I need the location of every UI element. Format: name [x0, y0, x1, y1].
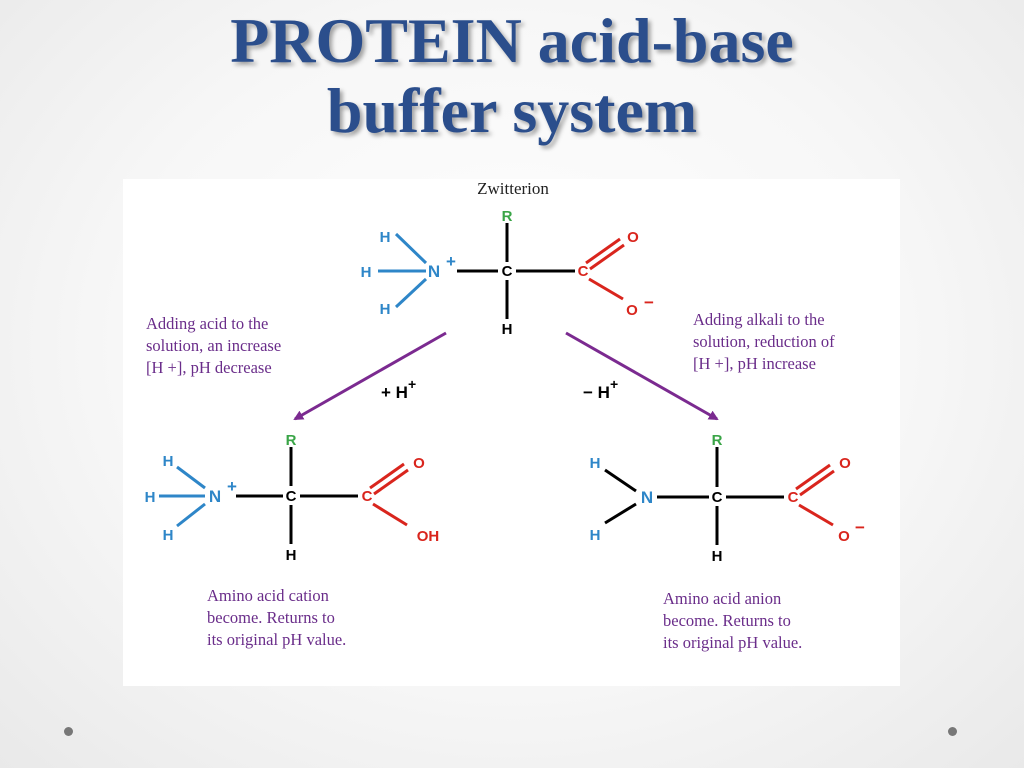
- atom-oh: OH: [417, 528, 440, 545]
- atom-n: N: [428, 262, 440, 281]
- anion-note-line: Amino acid anion: [663, 589, 782, 608]
- bond-h-n: [176, 502, 206, 528]
- atom-h: H: [712, 548, 723, 565]
- atom-n: N: [209, 487, 221, 506]
- zwitterion-molecule: H H H N + C R H C O O −: [361, 208, 654, 338]
- title-line-1: PROTEIN acid-base: [230, 5, 794, 76]
- atom-h: H: [163, 453, 174, 470]
- remove-h-label: − H+: [583, 376, 618, 402]
- atom-c-alpha: C: [286, 488, 297, 505]
- slide-title: PROTEIN acid-base buffer system: [0, 6, 1024, 146]
- atom-c-alpha: C: [712, 489, 723, 506]
- title-line-2: buffer system: [326, 75, 698, 146]
- charge-plus: +: [227, 477, 237, 496]
- add-h-label: + H+: [381, 376, 416, 402]
- cation-molecule: H H H N + C R H C O OH: [145, 432, 440, 564]
- bond-h-n: [394, 277, 428, 309]
- bond-c-o-double: [585, 237, 621, 265]
- charge-minus: −: [644, 293, 654, 312]
- anion-note-line: become. Returns to: [663, 611, 791, 630]
- acid-note-line: solution, an increase: [146, 336, 282, 355]
- atom-h: H: [380, 301, 391, 318]
- atom-c-carboxyl: C: [788, 489, 799, 506]
- bond-h-n: [394, 232, 428, 265]
- bond-h-n: [604, 502, 637, 525]
- alkali-note-line: [H +], pH increase: [693, 354, 816, 373]
- bond-h-n: [176, 465, 206, 490]
- atom-h: H: [361, 264, 372, 281]
- charge-plus: +: [446, 252, 456, 271]
- atom-o: O: [413, 455, 425, 472]
- atom-o: O: [839, 455, 851, 472]
- bond-c-o-double: [795, 463, 831, 491]
- anion-note: Amino acid anion become. Returns to its …: [663, 588, 802, 654]
- cation-note-line: become. Returns to: [207, 608, 335, 627]
- bond-c-o-double: [373, 468, 409, 496]
- acid-note-line: Adding acid to the: [146, 314, 269, 333]
- atom-c-carboxyl: C: [362, 488, 373, 505]
- anion-molecule: H H N C R H C O O −: [590, 432, 865, 565]
- bond-h-n: [604, 468, 637, 493]
- cation-note: Amino acid cation become. Returns to its…: [207, 585, 346, 651]
- alkali-note-line: solution, reduction of: [693, 332, 835, 351]
- alkali-note-line: Adding alkali to the: [693, 310, 825, 329]
- atom-h: H: [145, 489, 156, 506]
- bond-c-o: [798, 503, 834, 527]
- atom-h: H: [286, 547, 297, 564]
- atom-c-alpha: C: [502, 263, 513, 280]
- atom-h: H: [163, 527, 174, 544]
- acid-note-line: [H +], pH decrease: [146, 358, 272, 377]
- bond-c-o: [588, 277, 624, 301]
- arrow-add-acid: [293, 331, 447, 421]
- atom-h: H: [590, 455, 601, 472]
- atom-n: N: [641, 488, 653, 507]
- bond-c-o-double: [799, 469, 835, 497]
- zwitterion-label: Zwitterion: [477, 179, 549, 198]
- anion-note-line: its original pH value.: [663, 633, 803, 652]
- atom-h: H: [380, 229, 391, 246]
- slide-decoration-dot: [64, 727, 73, 736]
- alkali-note: Adding alkali to the solution, reduction…: [693, 309, 835, 375]
- atom-r: R: [502, 208, 513, 225]
- bond-c-o-double: [369, 462, 405, 490]
- charge-minus: −: [855, 518, 865, 537]
- atom-o: O: [838, 528, 850, 545]
- atom-o: O: [627, 229, 639, 246]
- bond-c-o-double: [589, 243, 625, 271]
- reaction-diagram: H H H N + C R H C O O − + H+ − H+: [145, 208, 865, 565]
- cation-note-line: Amino acid cation: [207, 586, 329, 605]
- atom-o: O: [626, 302, 638, 319]
- atom-h: H: [502, 321, 513, 338]
- atom-r: R: [286, 432, 297, 449]
- acid-note: Adding acid to the solution, an increase…: [146, 313, 281, 379]
- diagram-panel: H H H N + C R H C O O − + H+ − H+: [123, 179, 900, 686]
- atom-r: R: [712, 432, 723, 449]
- atom-h: H: [590, 527, 601, 544]
- arrow-add-alkali: [565, 331, 719, 421]
- cation-note-line: its original pH value.: [207, 630, 347, 649]
- slide-decoration-dot: [948, 727, 957, 736]
- bond-c-oh: [372, 502, 408, 527]
- atom-c-carboxyl: C: [578, 263, 589, 280]
